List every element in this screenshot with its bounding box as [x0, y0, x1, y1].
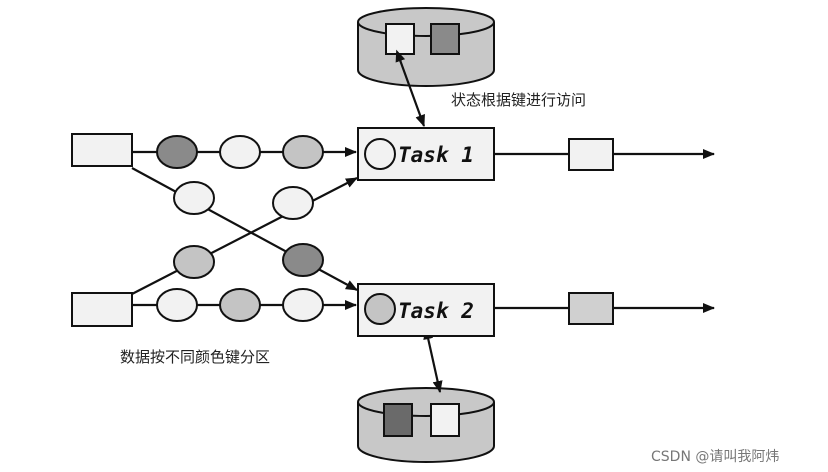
task-2-label: Task 2 [398, 299, 474, 323]
event-light [219, 135, 261, 169]
state-store-top [357, 7, 495, 87]
source-box-bottom [71, 292, 133, 327]
state-store-bottom [357, 387, 495, 463]
watermark: CSDN @请叫我阿炜 [651, 449, 779, 465]
task-1-box: Task 1 [357, 127, 495, 181]
task-2-box: Task 2 [357, 283, 495, 337]
state-access-caption: 状态根据键进行访问 [451, 91, 586, 109]
event-medium [219, 288, 261, 322]
shuffle-line-down [131, 167, 358, 291]
shuffle-line-up [131, 177, 358, 295]
state-entry-darkest [383, 403, 413, 437]
state-access-arrow-top [395, 49, 426, 127]
task-1-label: Task 1 [398, 143, 474, 167]
partition-caption: 数据按不同颜色键分区 [120, 348, 270, 366]
event-dark [156, 135, 198, 169]
event-light [282, 288, 324, 322]
task-event-light [364, 138, 396, 170]
event-light [272, 186, 314, 220]
state-entry-light [385, 23, 415, 55]
state-entry-dark [430, 23, 460, 55]
event-medium [282, 135, 324, 169]
state-entry-light [430, 403, 460, 437]
event-light [173, 181, 215, 215]
task-event-medium [364, 293, 396, 325]
output-box-bottom [568, 292, 614, 325]
event-medium [173, 245, 215, 279]
output-box-top [568, 138, 614, 171]
event-light [156, 288, 198, 322]
state-access-arrow-bottom [423, 327, 443, 393]
event-dark [282, 243, 324, 277]
source-box-top [71, 133, 133, 167]
